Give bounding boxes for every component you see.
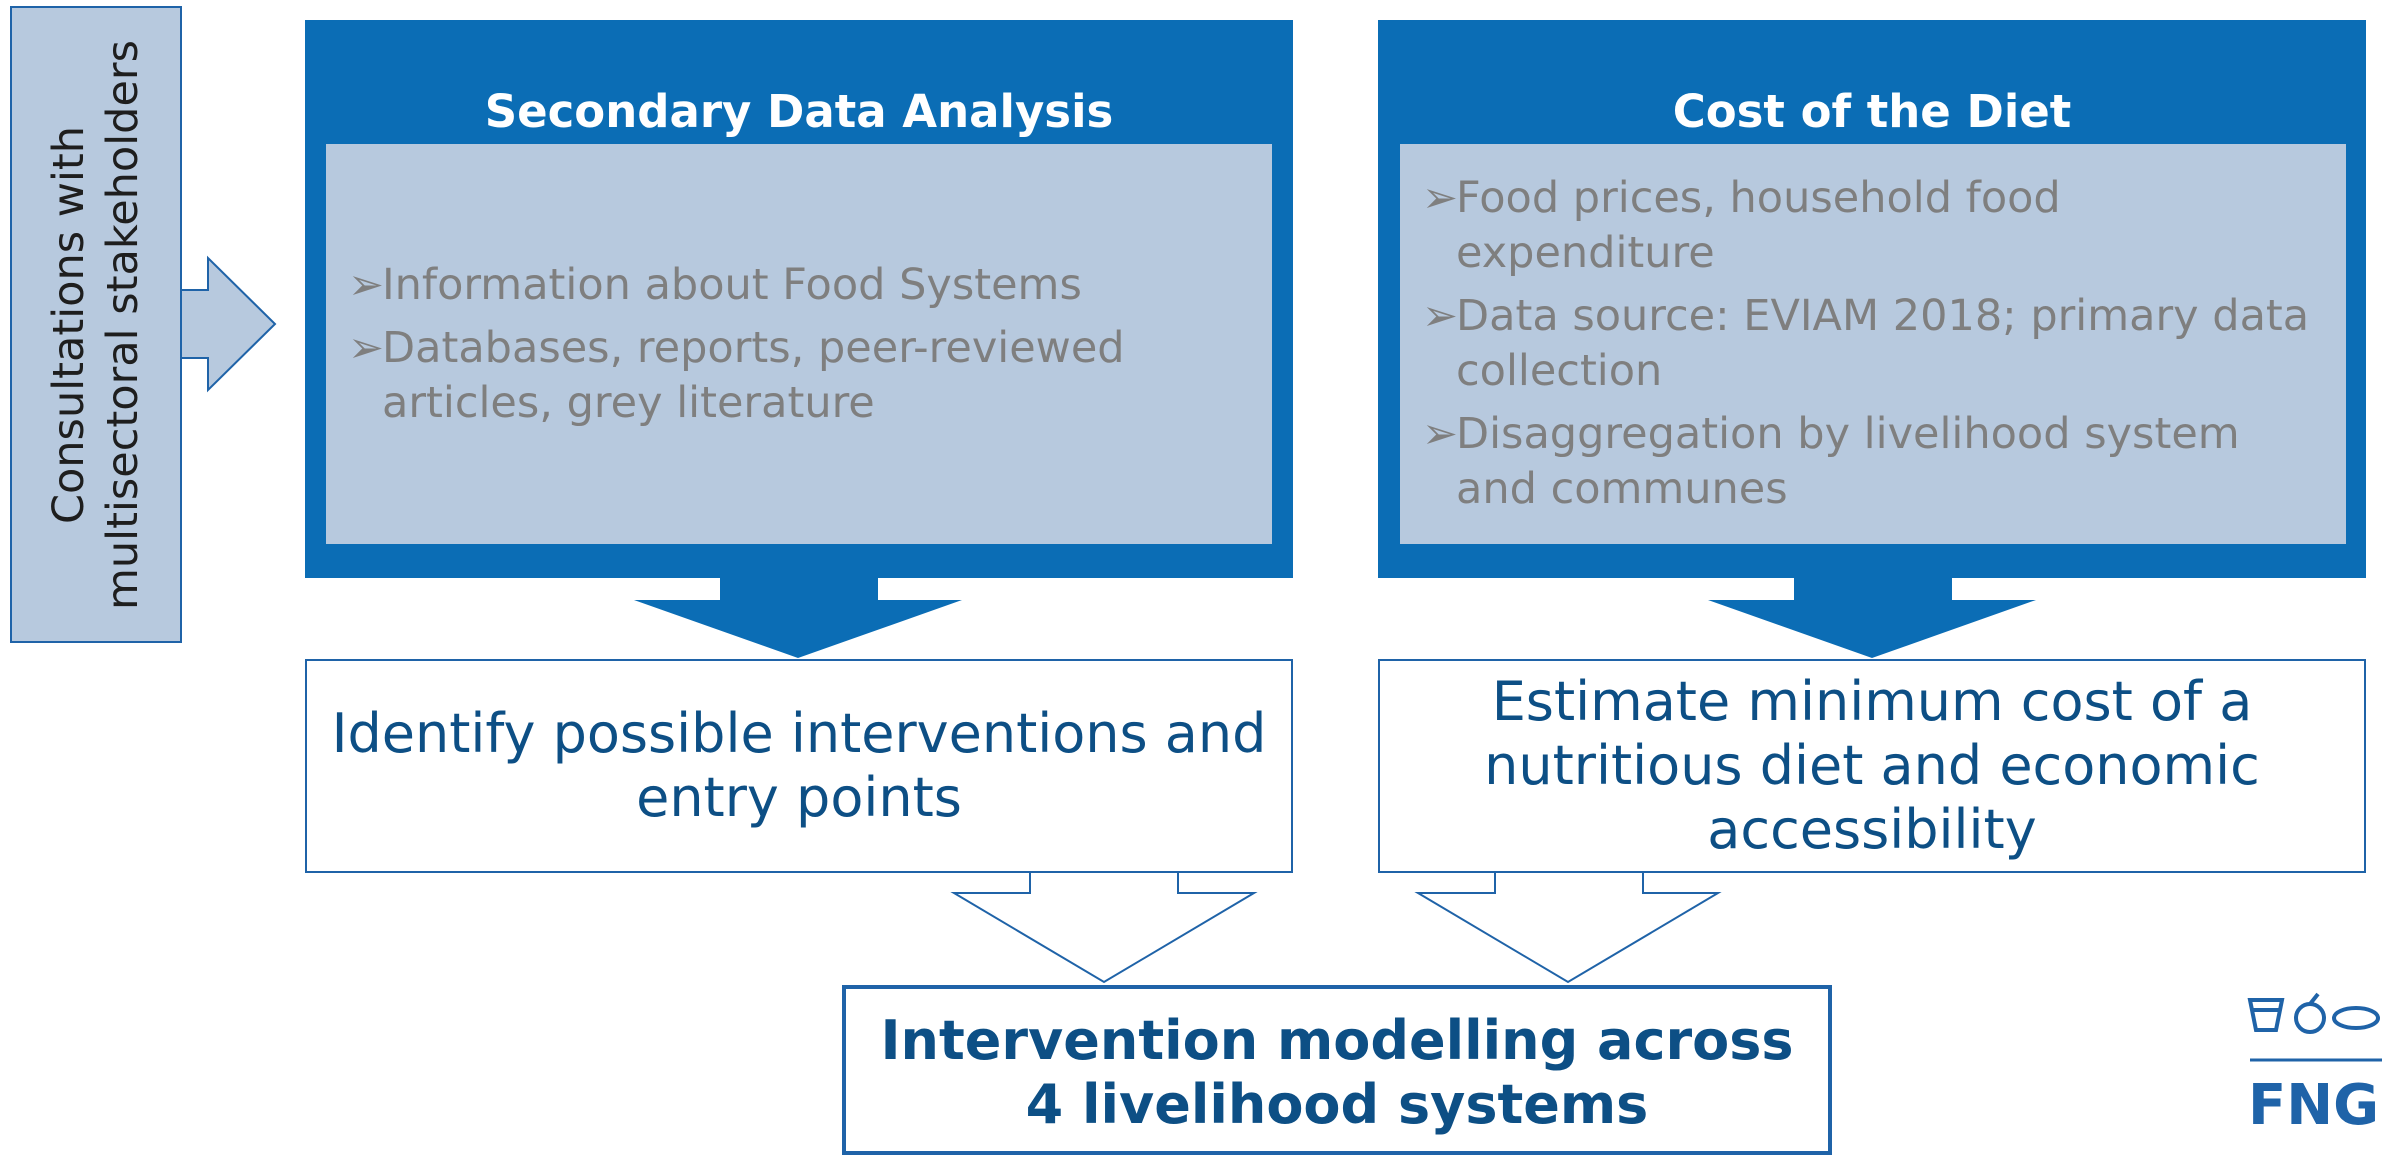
secondary-data-analysis-title: Secondary Data Analysis bbox=[484, 85, 1114, 138]
bullet-item: ➢ Disaggregation by livelihood system an… bbox=[1422, 407, 2324, 517]
secondary-data-analysis-panel: Secondary Data Analysis ➢ Information ab… bbox=[305, 20, 1293, 578]
bullet-text: Information about Food Systems bbox=[382, 259, 1082, 310]
bullet-text: Databases, reports, peer-reviewed articl… bbox=[382, 322, 1125, 428]
stakeholder-arrow-icon bbox=[182, 255, 277, 393]
bullet-arrow-icon: ➢ bbox=[1422, 291, 1459, 341]
bullet-arrow-icon: ➢ bbox=[348, 259, 385, 310]
estimate-cost-text: Estimate minimum cost of a nutritious di… bbox=[1484, 670, 2260, 861]
cost-of-diet-content: ➢ Food prices, household food expenditur… bbox=[1400, 144, 2346, 544]
right-panel-down-arrow bbox=[1708, 574, 2036, 658]
left-output-down-arrow bbox=[950, 873, 1258, 984]
bullet-text: Food prices, household food expenditure bbox=[1456, 173, 2061, 278]
estimate-cost-box: Estimate minimum cost of a nutritious di… bbox=[1378, 659, 2366, 873]
identify-interventions-box: Identify possible interventions and entr… bbox=[305, 659, 1293, 873]
bullet-arrow-icon: ➢ bbox=[1422, 409, 1459, 459]
cost-of-diet-panel: Cost of the Diet ➢ Food prices, househol… bbox=[1378, 20, 2366, 578]
left-panel-down-arrow bbox=[634, 574, 962, 658]
bullet-item: ➢ Food prices, household food expenditur… bbox=[1422, 171, 2324, 281]
bullet-text: Data source: EVIAM 2018; primary data co… bbox=[1456, 291, 2310, 396]
intervention-modelling-line-2: 4 livelihood systems bbox=[1025, 1073, 1649, 1136]
bullet-text: Disaggregation by livelihood system and … bbox=[1456, 409, 2240, 514]
stakeholders-line-1: Consultations with bbox=[44, 125, 95, 524]
bullet-arrow-icon: ➢ bbox=[348, 322, 385, 373]
bullet-item: ➢ Databases, reports, peer-reviewed arti… bbox=[348, 321, 1250, 431]
right-output-down-arrow bbox=[1414, 873, 1722, 984]
bullet-item: ➢ Data source: EVIAM 2018; primary data … bbox=[1422, 289, 2324, 399]
intervention-modelling-line-1: Intervention modelling across bbox=[880, 1009, 1794, 1072]
identify-interventions-text: Identify possible interventions and entr… bbox=[331, 702, 1267, 829]
stakeholders-label: Consultations with multisectoral stakeho… bbox=[10, 6, 182, 643]
intervention-modelling-box: Intervention modelling across 4 liveliho… bbox=[842, 985, 1832, 1155]
cost-of-diet-title: Cost of the Diet bbox=[1672, 85, 2072, 138]
fng-logo-icon bbox=[2247, 992, 2382, 1062]
stakeholders-line-2: multisectoral stakeholders bbox=[98, 39, 149, 610]
fng-logo: FNG bbox=[2248, 1073, 2380, 1138]
bullet-item: ➢ Information about Food Systems bbox=[348, 258, 1250, 313]
stakeholders-box bbox=[10, 6, 182, 643]
bullet-arrow-icon: ➢ bbox=[1422, 173, 1459, 223]
secondary-data-analysis-content: ➢ Information about Food Systems ➢ Datab… bbox=[326, 144, 1272, 544]
